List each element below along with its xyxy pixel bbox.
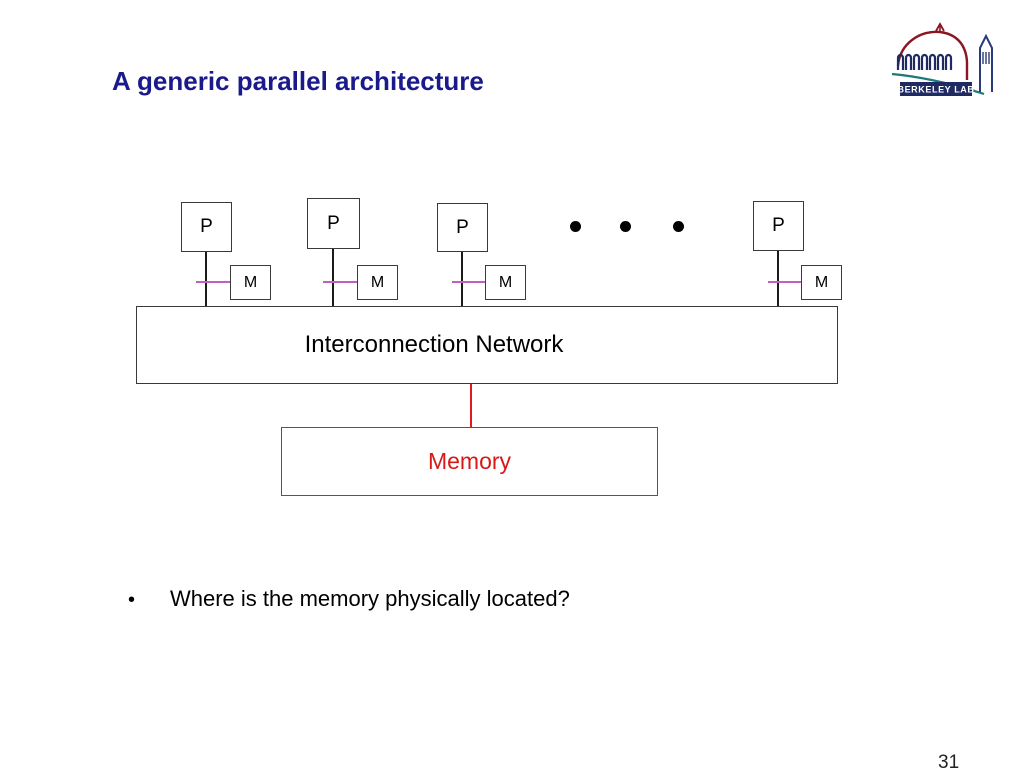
processor-network-link-4 — [777, 250, 779, 307]
processor-node-4[interactable]: P — [753, 201, 804, 251]
memory-label: M — [498, 273, 513, 291]
processor-label: P — [327, 212, 340, 234]
memory-label: M — [243, 273, 258, 291]
processor-node-1[interactable]: P — [181, 202, 232, 252]
memory-label: M — [370, 273, 385, 291]
processor-network-link-2 — [332, 248, 334, 307]
network-memory-link — [470, 384, 472, 427]
page-number: 31 — [938, 752, 960, 773]
interconnection-network-label: Interconnection Network — [304, 331, 564, 358]
ellipsis-dot-3 — [673, 221, 684, 232]
processor-network-link-1 — [205, 251, 207, 307]
processor-memory-link-4 — [768, 281, 804, 283]
interconnection-network-box[interactable]: Interconnection Network — [136, 306, 838, 384]
processor-label: P — [200, 216, 213, 237]
bullet-marker: • — [128, 589, 136, 611]
memory-bank-box[interactable]: Memory — [281, 427, 658, 496]
memory-node-1[interactable]: M — [230, 265, 271, 300]
memory-label: M — [814, 273, 829, 291]
processor-label: P — [456, 216, 469, 238]
processor-node-2[interactable]: P — [307, 198, 360, 249]
bullet-item-1: • Where is the memory physically located… — [128, 586, 570, 612]
processor-label: P — [772, 215, 785, 236]
processor-network-link-3 — [461, 251, 463, 307]
logo-banner-text: BERKELEY LAB — [897, 85, 974, 95]
processor-memory-link-2 — [323, 281, 359, 283]
bullet-text: Where is the memory physically located? — [170, 586, 570, 611]
memory-bank-label: Memory — [427, 448, 512, 474]
memory-node-2[interactable]: M — [357, 265, 398, 300]
memory-node-3[interactable]: M — [485, 265, 526, 300]
ellipsis-dot-2 — [620, 221, 631, 232]
memory-node-4[interactable]: M — [801, 265, 842, 300]
processor-memory-link-3 — [452, 281, 488, 283]
berkeley-lab-logo: BERKELEY LAB — [884, 18, 1000, 102]
page-title: A generic parallel architecture — [112, 66, 484, 96]
processor-memory-link-1 — [196, 281, 232, 283]
ellipsis-dot-1 — [570, 221, 581, 232]
processor-node-3[interactable]: P — [437, 203, 488, 252]
